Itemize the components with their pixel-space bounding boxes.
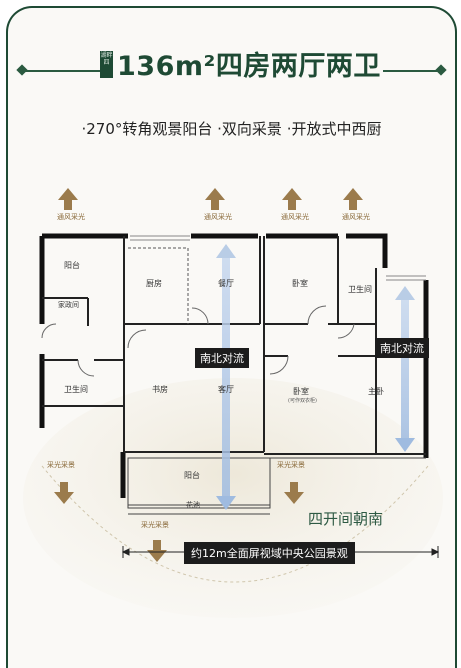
inner-walls	[42, 236, 426, 455]
light-arrows	[54, 482, 304, 562]
up-arrow-icon	[58, 188, 78, 210]
vent-label: 通风采光	[57, 213, 85, 221]
feature-subtitle: ·270°转角观景阳台 ·双向采景 ·开放式中西厨	[81, 120, 382, 138]
vent-arrows	[58, 188, 363, 210]
ns-arrow-center-icon	[216, 244, 236, 510]
room-living: 客厅	[218, 385, 234, 394]
light-label: 采光采景	[277, 461, 305, 469]
kitchen-partition	[128, 247, 189, 324]
ns-arrow-right-icon	[395, 286, 415, 452]
up-arrow-icon	[282, 188, 302, 210]
light-label: 采光采景	[141, 521, 169, 529]
south-facing-label: 四开间朝南	[308, 510, 384, 528]
room-master: 主卧	[368, 387, 384, 396]
room-bath-left: 卫生间	[64, 385, 88, 394]
room-balcony-small: 阳台	[64, 261, 80, 270]
light-label: 采光采景	[47, 461, 75, 469]
room-dining: 餐厅	[218, 279, 234, 288]
down-arrow-icon	[284, 482, 304, 504]
title-divider-right	[383, 70, 441, 72]
outer-walls	[39, 233, 429, 498]
plan-card: 湖畔四 136m²四房两厅两卫 ·270°转角观景阳台 ·双向采景 ·开放式中西…	[6, 6, 457, 668]
flow-tag-center: 南北对流	[195, 348, 249, 368]
room-kitchen: 厨房	[146, 279, 162, 288]
balcony-outline	[127, 457, 426, 515]
room-bedroom-mid-note: (可作双衣柜)	[288, 398, 317, 404]
up-arrow-icon	[205, 188, 225, 210]
up-arrow-icon	[343, 188, 363, 210]
title-row: 湖畔四 136m²四房两厅两卫	[8, 36, 455, 86]
view-width-label: 约12m全面屏视域中央公园景观	[184, 542, 355, 564]
garden-label: 花池	[186, 501, 200, 509]
room-laundry: 家政间	[58, 301, 79, 309]
room-bedroom-top: 卧室	[292, 279, 308, 288]
vent-label: 通风采光	[281, 213, 309, 221]
windows	[130, 235, 426, 281]
door-swings	[41, 305, 355, 377]
room-bath-right: 卫生间	[348, 285, 372, 294]
flow-tag-right: 南北对流	[375, 338, 429, 358]
down-arrow-icon	[54, 482, 74, 504]
flow-arrows	[216, 244, 415, 510]
title-divider-left	[22, 70, 107, 72]
down-arrow-icon	[147, 540, 167, 562]
building-badge: 湖畔四	[100, 51, 113, 78]
page-title: 136m²四房两厅两卫	[117, 51, 381, 82]
vent-label: 通风采光	[204, 213, 232, 221]
room-bedroom-mid: 卧室	[293, 387, 309, 396]
vent-label: 通风采光	[342, 213, 370, 221]
room-balcony-big: 阳台	[184, 471, 200, 480]
room-study: 书房	[152, 385, 168, 394]
